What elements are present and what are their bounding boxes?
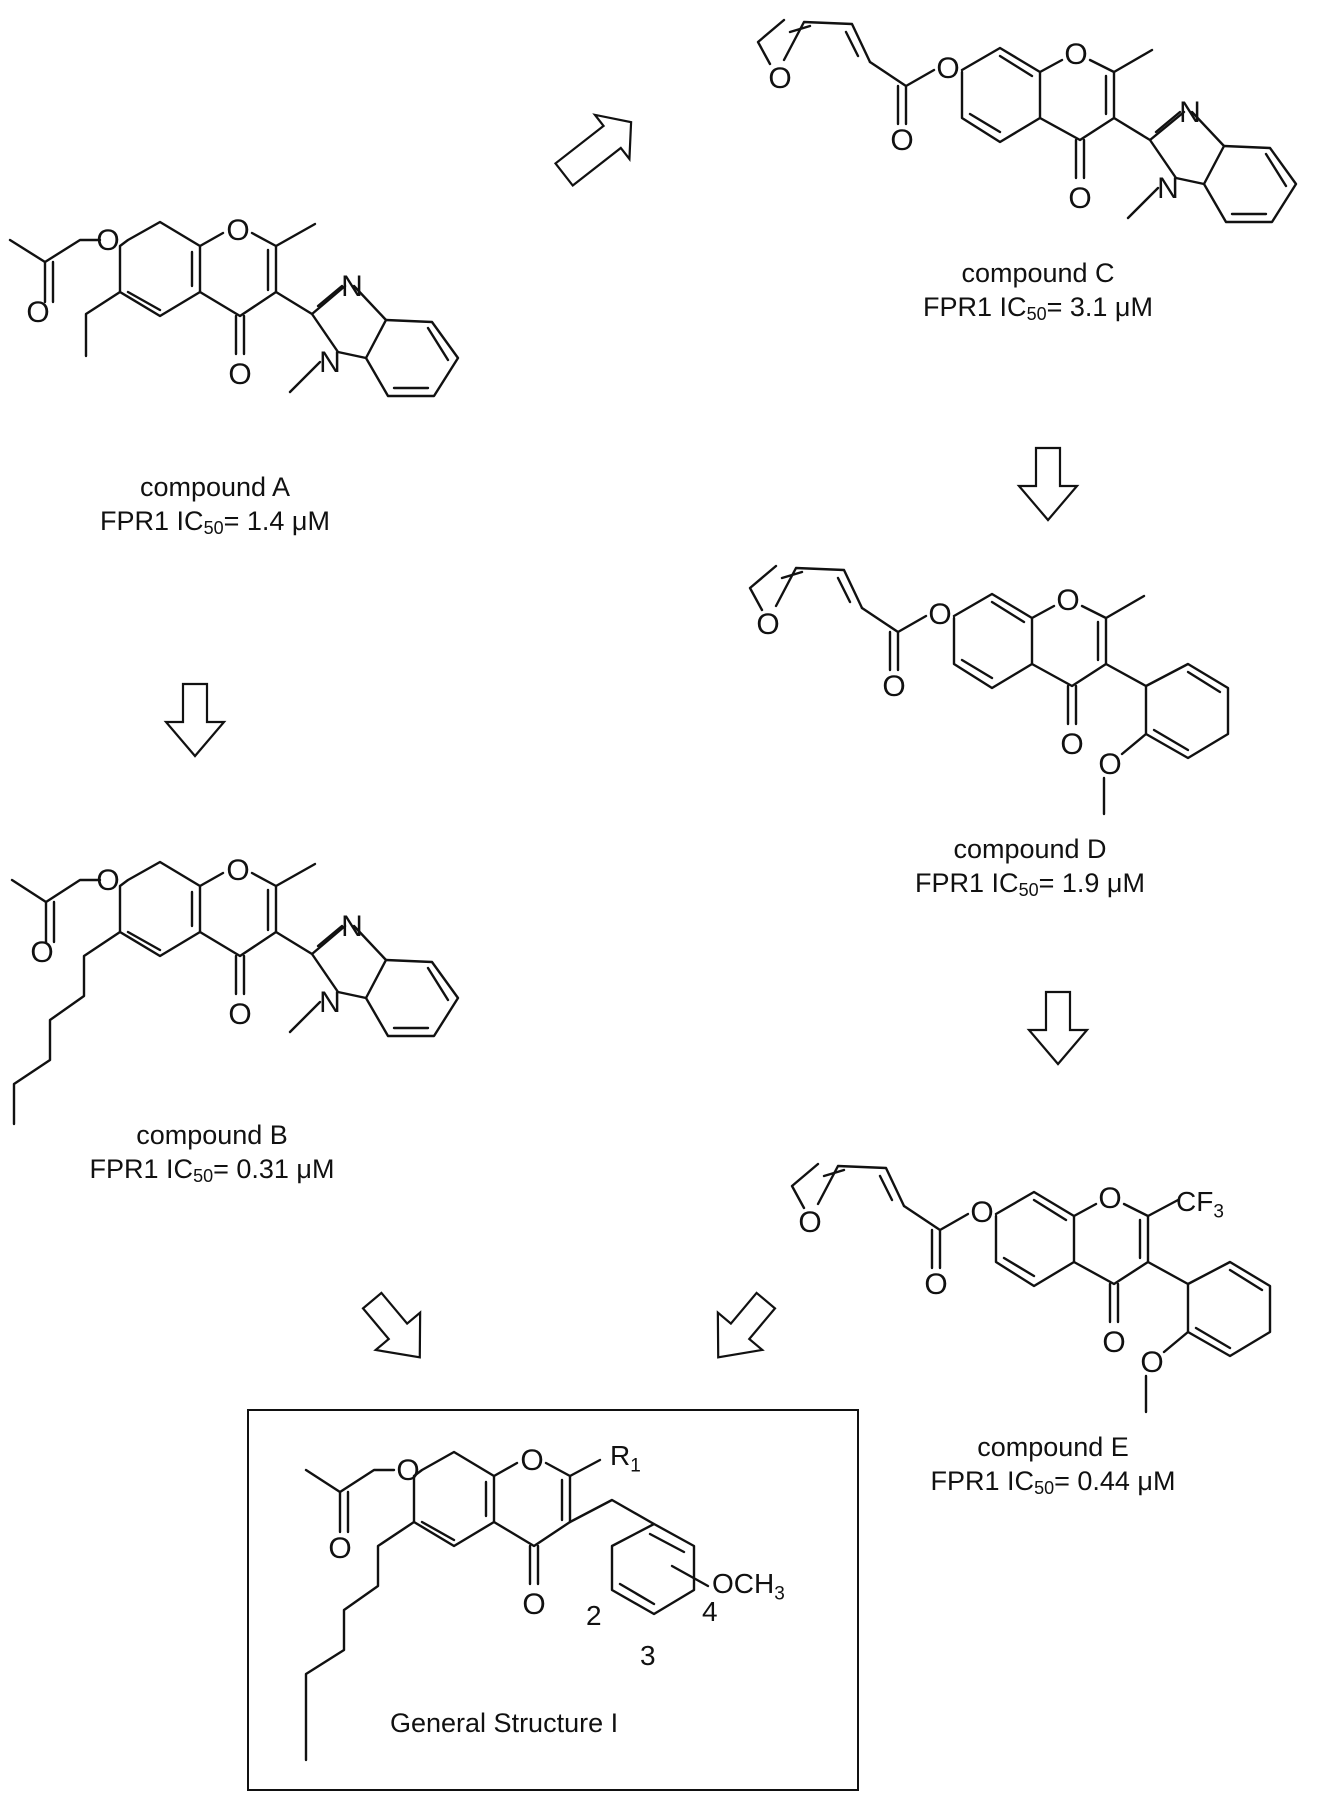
compound-c-ic50: FPR1 IC50= 3.1 μM — [923, 292, 1153, 324]
svg-text:N: N — [341, 270, 363, 303]
svg-text:O: O — [928, 598, 951, 631]
svg-text:O: O — [768, 62, 791, 95]
r1-label: R1 — [610, 1440, 641, 1477]
svg-text:N: N — [1179, 96, 1201, 129]
compound-d-name: compound D — [953, 834, 1107, 864]
svg-text:O: O — [26, 296, 49, 329]
cf3-label: CF3 — [1176, 1186, 1224, 1223]
svg-text:O: O — [226, 214, 249, 247]
compound-c-name: compound C — [961, 258, 1115, 288]
svg-text:O: O — [226, 854, 249, 887]
svg-text:O: O — [1068, 182, 1091, 215]
compound-e-ic50: FPR1 IC50= 0.44 μM — [930, 1466, 1176, 1498]
svg-text:O: O — [756, 608, 779, 641]
arrow-c-to-d — [1016, 446, 1080, 522]
compound-b-name: compound B — [136, 1120, 288, 1150]
svg-text:O: O — [882, 670, 905, 703]
arrow-a-to-c — [553, 113, 633, 188]
svg-text:O: O — [96, 224, 119, 257]
svg-text:O: O — [396, 1454, 419, 1487]
compound-b-structure: O O O O N N — [10, 854, 460, 1126]
svg-text:N: N — [319, 346, 341, 379]
position-2-label: 2 — [586, 1600, 602, 1631]
svg-text:O: O — [798, 1206, 821, 1239]
compound-e-name: compound E — [977, 1432, 1129, 1462]
svg-text:N: N — [319, 986, 341, 1019]
svg-text:N: N — [341, 910, 363, 943]
compound-c-caption: compound C FPR1 IC50= 3.1 μM — [908, 256, 1168, 324]
compound-a-caption: compound A FPR1 IC50= 1.4 μM — [95, 470, 335, 538]
svg-text:O: O — [228, 998, 251, 1031]
compound-d-ic50: FPR1 IC50= 1.9 μM — [915, 868, 1145, 900]
svg-text:O: O — [1102, 1326, 1125, 1359]
svg-text:O: O — [520, 1444, 543, 1477]
svg-text:O: O — [1060, 728, 1083, 761]
general-structure-box — [247, 1409, 859, 1791]
compound-e-structure: O O O O O O — [790, 1162, 1272, 1414]
svg-text:O: O — [30, 936, 53, 969]
svg-text:O: O — [1140, 1346, 1163, 1379]
svg-text:O: O — [522, 1588, 545, 1621]
position-3-label: 3 — [640, 1640, 656, 1671]
svg-text:O: O — [1098, 1182, 1121, 1215]
general-structure-label: General Structure I — [390, 1708, 619, 1738]
svg-text:O: O — [890, 124, 913, 157]
compound-a-name: compound A — [139, 472, 291, 502]
compound-b-ic50: FPR1 IC50= 0.31 μM — [89, 1154, 335, 1186]
svg-text:O: O — [1064, 38, 1087, 71]
compound-e-caption: compound E FPR1 IC50= 0.44 μM — [918, 1430, 1188, 1498]
compound-c-structure: O O O O O N N — [756, 18, 1298, 224]
compound-a-structure: O O O O N N — [8, 214, 460, 398]
general-structure-drawing: O O O O — [304, 1444, 710, 1762]
svg-text:O: O — [1056, 584, 1079, 617]
compound-d-caption: compound D FPR1 IC50= 1.9 μM — [900, 832, 1160, 900]
svg-text:N: N — [1157, 172, 1179, 205]
arrow-e-to-general — [716, 1291, 777, 1359]
svg-text:O: O — [936, 52, 959, 85]
svg-text:O: O — [96, 864, 119, 897]
svg-text:O: O — [924, 1268, 947, 1301]
svg-text:O: O — [970, 1196, 993, 1229]
methoxy-label: OCH3 — [712, 1568, 785, 1605]
arrow-b-to-general — [361, 1291, 422, 1359]
compound-a-ic50: FPR1 IC50= 1.4 μM — [100, 506, 330, 538]
position-4-label: 4 — [702, 1596, 718, 1627]
arrow-a-to-b — [163, 682, 227, 758]
svg-text:O: O — [228, 358, 251, 391]
compound-b-caption: compound B FPR1 IC50= 0.31 μM — [82, 1118, 342, 1186]
svg-text:O: O — [328, 1532, 351, 1565]
compound-d-structure: O O O O O O — [748, 564, 1230, 816]
arrow-d-to-e — [1026, 990, 1090, 1066]
svg-text:O: O — [1098, 748, 1121, 781]
